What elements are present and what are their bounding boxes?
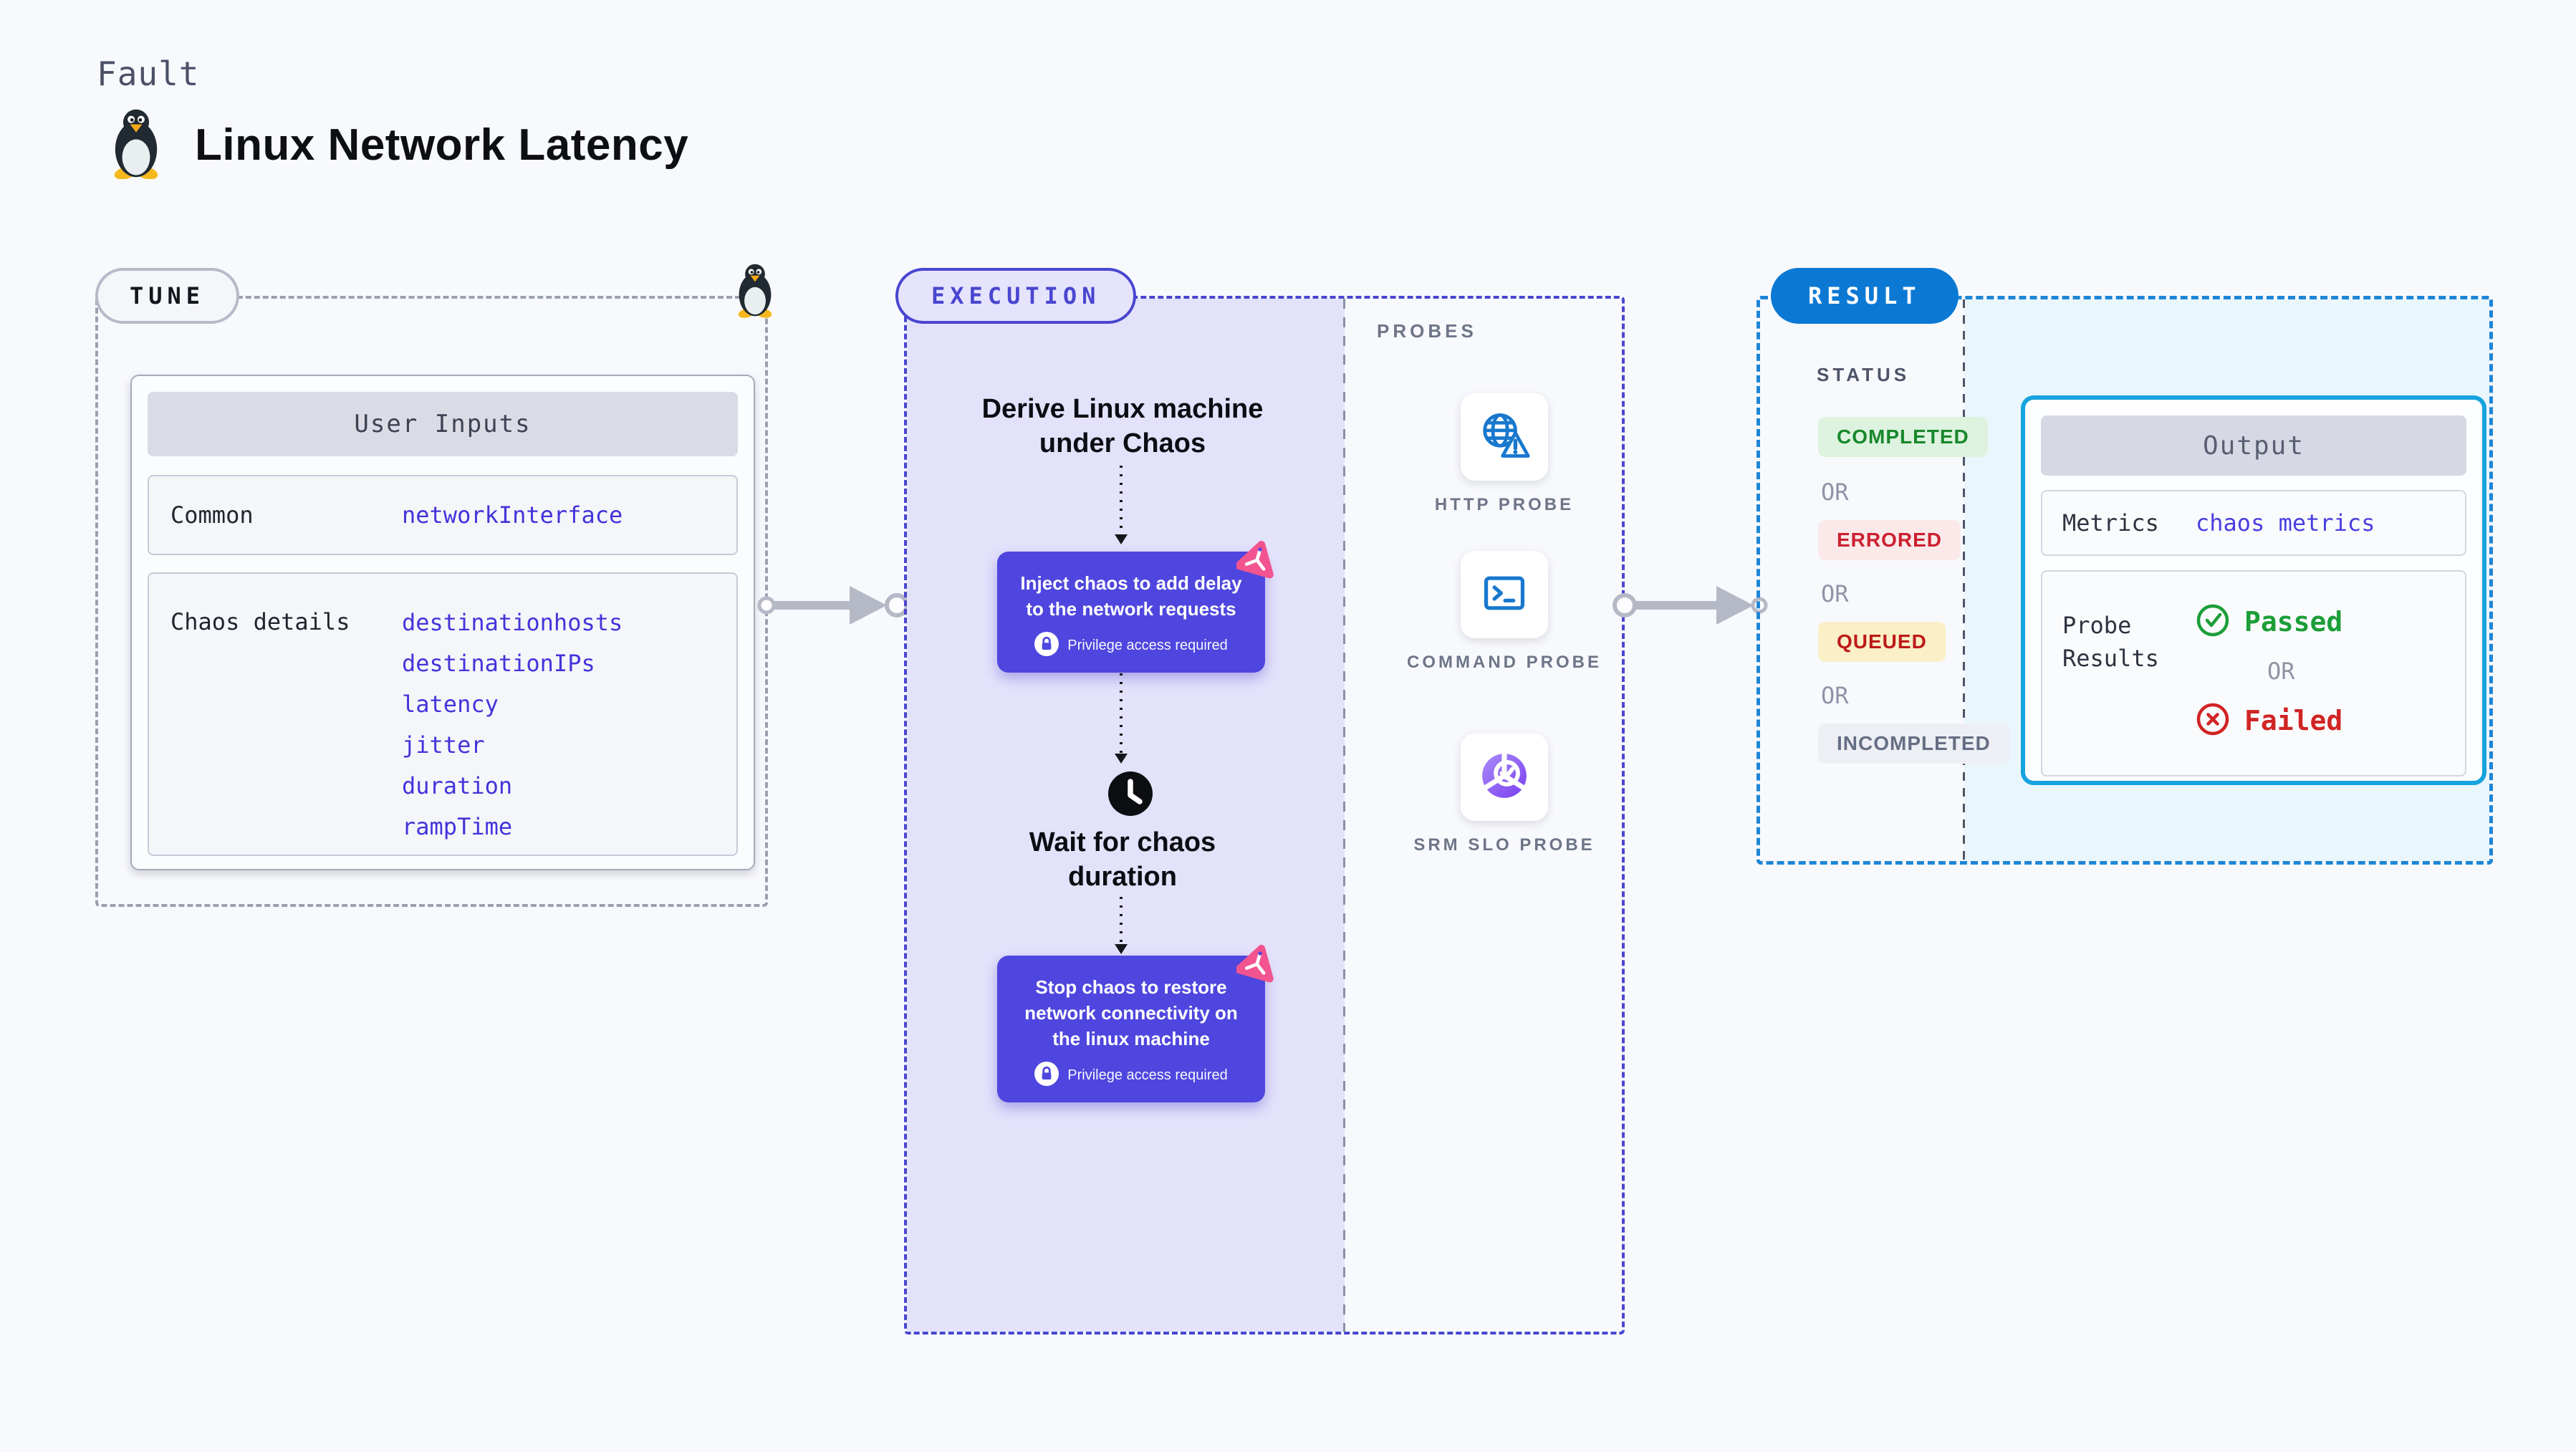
srm-slo-probe-label: SRM SLO PROBE (1413, 835, 1595, 855)
lock-icon (1034, 1062, 1059, 1090)
table-row: Common networkInterface (148, 475, 738, 555)
metrics-label: Metrics (2062, 509, 2159, 537)
status-badge-incompleted: INCOMPLETED (1818, 723, 2009, 764)
or-label: OR (1821, 479, 1849, 506)
fault-kicker: Fault (97, 54, 200, 93)
wait-step-label: Wait for chaos duration (1029, 827, 1216, 892)
lock-icon (1034, 632, 1059, 660)
page-title: Linux Network Latency (195, 120, 689, 170)
or-label: OR (2267, 658, 2295, 685)
linux-penguin-small-icon (732, 262, 778, 322)
command-probe-card (1461, 551, 1548, 638)
user-inputs-card: User Inputs Common networkInterface Chao… (130, 375, 755, 870)
row-value: rampTime (402, 813, 513, 840)
table-row: Chaos details destinationhosts destinati… (148, 572, 738, 856)
status-divider (1963, 299, 1965, 861)
privilege-label: Privilege access required (1067, 1067, 1228, 1083)
check-circle-icon (2196, 603, 2230, 640)
stop-chaos-node: Stop chaos to restore network connectivi… (997, 944, 1274, 1102)
command-probe-label: COMMAND PROBE (1407, 653, 1602, 672)
probe-results-values: Passed OR Failed (2196, 572, 2342, 739)
execution-badge: EXECUTION (895, 268, 1137, 324)
or-label: OR (1821, 580, 1849, 607)
privilege-row: Privilege access required (1011, 632, 1251, 660)
inject-step-label: Inject chaos to add delay to the network… (1020, 572, 1242, 620)
failed-label: Failed (2244, 705, 2343, 736)
row-value: destinationhosts (402, 609, 623, 636)
stop-step-label: Stop chaos to restore network connectivi… (1024, 976, 1238, 1049)
row-label: Common (170, 501, 254, 529)
passed-label: Passed (2244, 606, 2343, 638)
probes-divider (1343, 299, 1345, 1332)
status-heading: STATUS (1817, 364, 1911, 385)
chaos-fault-icon (1234, 539, 1278, 580)
flow-connector-1 (1115, 466, 1128, 544)
x-circle-icon (2196, 702, 2230, 739)
globe-warning-icon (1477, 408, 1532, 466)
output-card: Output Metrics chaos metrics Probe Resul… (2021, 395, 2486, 785)
privilege-label: Privilege access required (1067, 638, 1228, 653)
probes-heading: PROBES (1377, 320, 1477, 342)
failed-row: Failed (2196, 702, 2342, 739)
row-value: networkInterface (402, 501, 623, 529)
tune-to-execution-arrow (757, 586, 909, 625)
inject-chaos-node: Inject chaos to add delay to the network… (997, 540, 1274, 673)
srm-slo-probe-card (1461, 734, 1548, 821)
output-header: Output (2041, 415, 2466, 476)
clock-icon (1107, 771, 1153, 817)
execution-to-result-arrow (1613, 586, 1768, 625)
status-badge-errored: ERRORED (1818, 520, 1961, 560)
flow-connector-2 (1115, 673, 1128, 764)
row-values: destinationhosts destinationIPs latency … (402, 574, 623, 847)
probe-results-label: Probe Results (2062, 612, 2159, 672)
page-title-row: Linux Network Latency (106, 107, 688, 183)
row-label: Chaos details (170, 608, 350, 635)
status-badge-completed: COMPLETED (1818, 417, 1988, 457)
tune-badge: TUNE (95, 268, 240, 324)
derive-step-label: Derive Linux machine under Chaos (981, 394, 1264, 458)
slo-donut-icon (1477, 749, 1532, 807)
row-value: duration (402, 772, 513, 799)
linux-penguin-icon (106, 107, 166, 183)
http-probe-card (1461, 393, 1548, 481)
metrics-value: chaos metrics (2196, 509, 2375, 537)
or-label: OR (1821, 682, 1849, 709)
probe-results-row: Probe Results Passed OR (2041, 570, 2466, 777)
result-badge: RESULT (1771, 268, 1959, 324)
chaos-fault-icon (1234, 943, 1278, 984)
privilege-row: Privilege access required (1011, 1062, 1251, 1090)
terminal-icon (1478, 567, 1531, 623)
status-badge-queued: QUEUED (1818, 622, 1946, 662)
metrics-row: Metrics chaos metrics (2041, 490, 2466, 556)
passed-row: Passed (2196, 603, 2342, 640)
row-value: destinationIPs (402, 650, 595, 677)
row-value: latency (402, 691, 499, 718)
flow-connector-3 (1115, 897, 1128, 954)
http-probe-label: HTTP PROBE (1434, 495, 1575, 514)
user-inputs-header: User Inputs (148, 392, 738, 456)
row-value: jitter (402, 731, 485, 759)
